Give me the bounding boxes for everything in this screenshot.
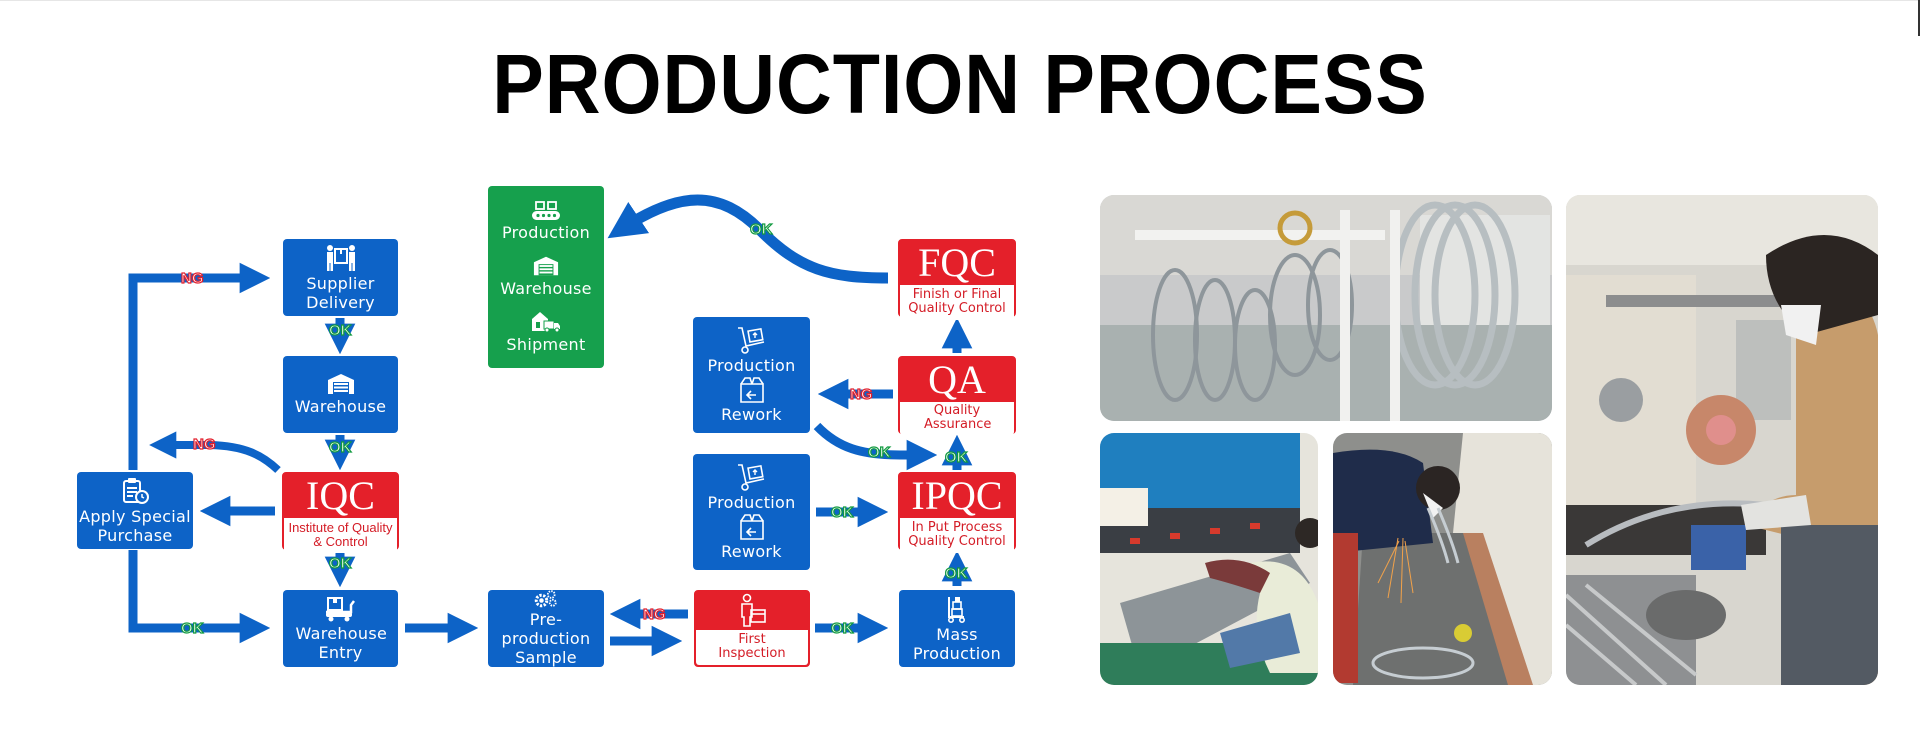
node-icon-area bbox=[696, 592, 808, 630]
final-stage-warehouse: Warehouse bbox=[500, 255, 592, 298]
conveyor-boxes-icon bbox=[532, 200, 560, 220]
arrow-fqc-ok-to-final bbox=[607, 194, 889, 284]
edge-label-ok: OK bbox=[830, 620, 854, 637]
node-label: Finish or Final Quality Control bbox=[900, 285, 1014, 320]
node-production-rework-upper: Production Rework bbox=[693, 317, 810, 433]
node-final-stage: Production Warehouse Shipment bbox=[488, 186, 604, 368]
node-label: Institute of Quality & Control bbox=[284, 518, 397, 553]
arrow-special-to-supplier bbox=[128, 262, 271, 470]
cart-box-icon bbox=[737, 464, 764, 491]
edge-label-ng: NG bbox=[180, 270, 204, 287]
node-label: Production bbox=[707, 356, 796, 375]
node-label: Mass Production bbox=[912, 624, 1002, 663]
node-label: Quality Assurance bbox=[900, 402, 1014, 435]
cart-box-icon bbox=[737, 327, 764, 354]
truck-house-icon bbox=[532, 311, 560, 332]
edge-label-ok: OK bbox=[328, 439, 352, 456]
node-warehouse: Warehouse bbox=[283, 356, 398, 433]
node-qa: QA Quality Assurance bbox=[898, 356, 1016, 435]
node-label: Warehouse Entry bbox=[295, 623, 388, 662]
node-apply-special-purchase: Apply Special Purchase bbox=[77, 472, 193, 549]
node-first-inspection: First Inspection bbox=[694, 590, 810, 667]
page-title: PRODUCTION PROCESS bbox=[492, 37, 1428, 131]
node-label: Warehouse bbox=[294, 397, 387, 416]
edge-label-ok: OK bbox=[867, 444, 891, 461]
top-border bbox=[0, 0, 1920, 1]
movers-carrying-box-icon bbox=[326, 244, 355, 271]
inspector-box-icon bbox=[741, 593, 766, 627]
flow-arrows bbox=[128, 194, 973, 657]
final-stage-shipment: Shipment bbox=[506, 311, 585, 354]
photo-press-brake bbox=[1100, 433, 1318, 685]
final-stage-label: Production bbox=[501, 222, 591, 242]
node-label: Rework bbox=[721, 405, 782, 424]
node-pre-production-sample: Pre-production Sample bbox=[488, 590, 604, 667]
clipboard-clock-icon bbox=[123, 477, 149, 504]
photo-grinding bbox=[1333, 433, 1552, 685]
polishing-wheel-image bbox=[1566, 195, 1878, 685]
arrow-special-ok-to-entry bbox=[128, 550, 271, 644]
node-label: Rework bbox=[721, 542, 782, 561]
edge-label-ng: NG bbox=[849, 386, 873, 403]
grinding-sparks-image bbox=[1333, 433, 1552, 685]
node-ipqc: IPQC In Put Process Quality Control bbox=[898, 472, 1016, 553]
hand-truck-boxes-icon bbox=[947, 596, 966, 623]
edge-label-ok: OK bbox=[328, 322, 352, 339]
node-abbreviation: QA bbox=[928, 357, 986, 402]
final-stage-label: Shipment bbox=[506, 334, 586, 354]
node-supplier-delivery: Supplier Delivery bbox=[283, 239, 398, 316]
edge-label-ng: NG bbox=[192, 436, 216, 453]
edge-label-ok: OK bbox=[328, 555, 352, 572]
node-abbreviation: IQC bbox=[306, 473, 375, 518]
edge-label-ok: OK bbox=[749, 221, 773, 238]
node-abbreviation: IPQC bbox=[911, 473, 1003, 518]
edge-label-ok: OK bbox=[830, 504, 854, 521]
gears-icon bbox=[534, 590, 557, 608]
node-iqc: IQC Institute of Quality & Control bbox=[282, 472, 399, 553]
photo-polishing bbox=[1566, 195, 1878, 685]
node-label: In Put Process Quality Control bbox=[900, 518, 1014, 553]
node-label: First Inspection bbox=[696, 630, 808, 665]
node-production-rework-lower: Production Rework bbox=[693, 454, 810, 570]
node-label: Production bbox=[707, 493, 796, 512]
process-flow-diagram: NG OK OK NG OK OK NG OK OK OK OK OK NG O… bbox=[77, 186, 1016, 667]
node-fqc: FQC Finish or Final Quality Control bbox=[898, 239, 1016, 320]
forklift-box-icon bbox=[325, 596, 355, 621]
photo-metal-rings-rack bbox=[1100, 195, 1552, 421]
node-warehouse-entry: Warehouse Entry bbox=[283, 590, 398, 667]
final-stage-label: Warehouse bbox=[500, 278, 592, 298]
final-stage-production: Production bbox=[501, 200, 591, 242]
metal-rings-rack-image bbox=[1100, 195, 1552, 421]
edge-label-ok: OK bbox=[944, 565, 968, 582]
warehouse-icon bbox=[533, 256, 559, 275]
press-brake-image bbox=[1100, 433, 1318, 685]
node-label: Apply Special Purchase bbox=[79, 506, 191, 545]
warehouse-icon bbox=[327, 374, 354, 394]
edge-label-ok: OK bbox=[944, 449, 968, 466]
node-label: Pre-production Sample bbox=[501, 610, 591, 667]
edge-label-ng: NG bbox=[642, 606, 666, 623]
box-return-icon bbox=[739, 377, 764, 403]
arrow-iqc-ng-back bbox=[149, 431, 281, 473]
node-label: Supplier Delivery bbox=[306, 273, 375, 312]
box-return-icon bbox=[739, 514, 764, 540]
node-abbreviation: FQC bbox=[918, 240, 996, 285]
edge-marker bbox=[1918, 0, 1920, 36]
node-mass-production: Mass Production bbox=[899, 590, 1015, 667]
arrow-rework-ok-to-qa bbox=[813, 422, 938, 471]
edge-label-ok: OK bbox=[180, 620, 204, 637]
